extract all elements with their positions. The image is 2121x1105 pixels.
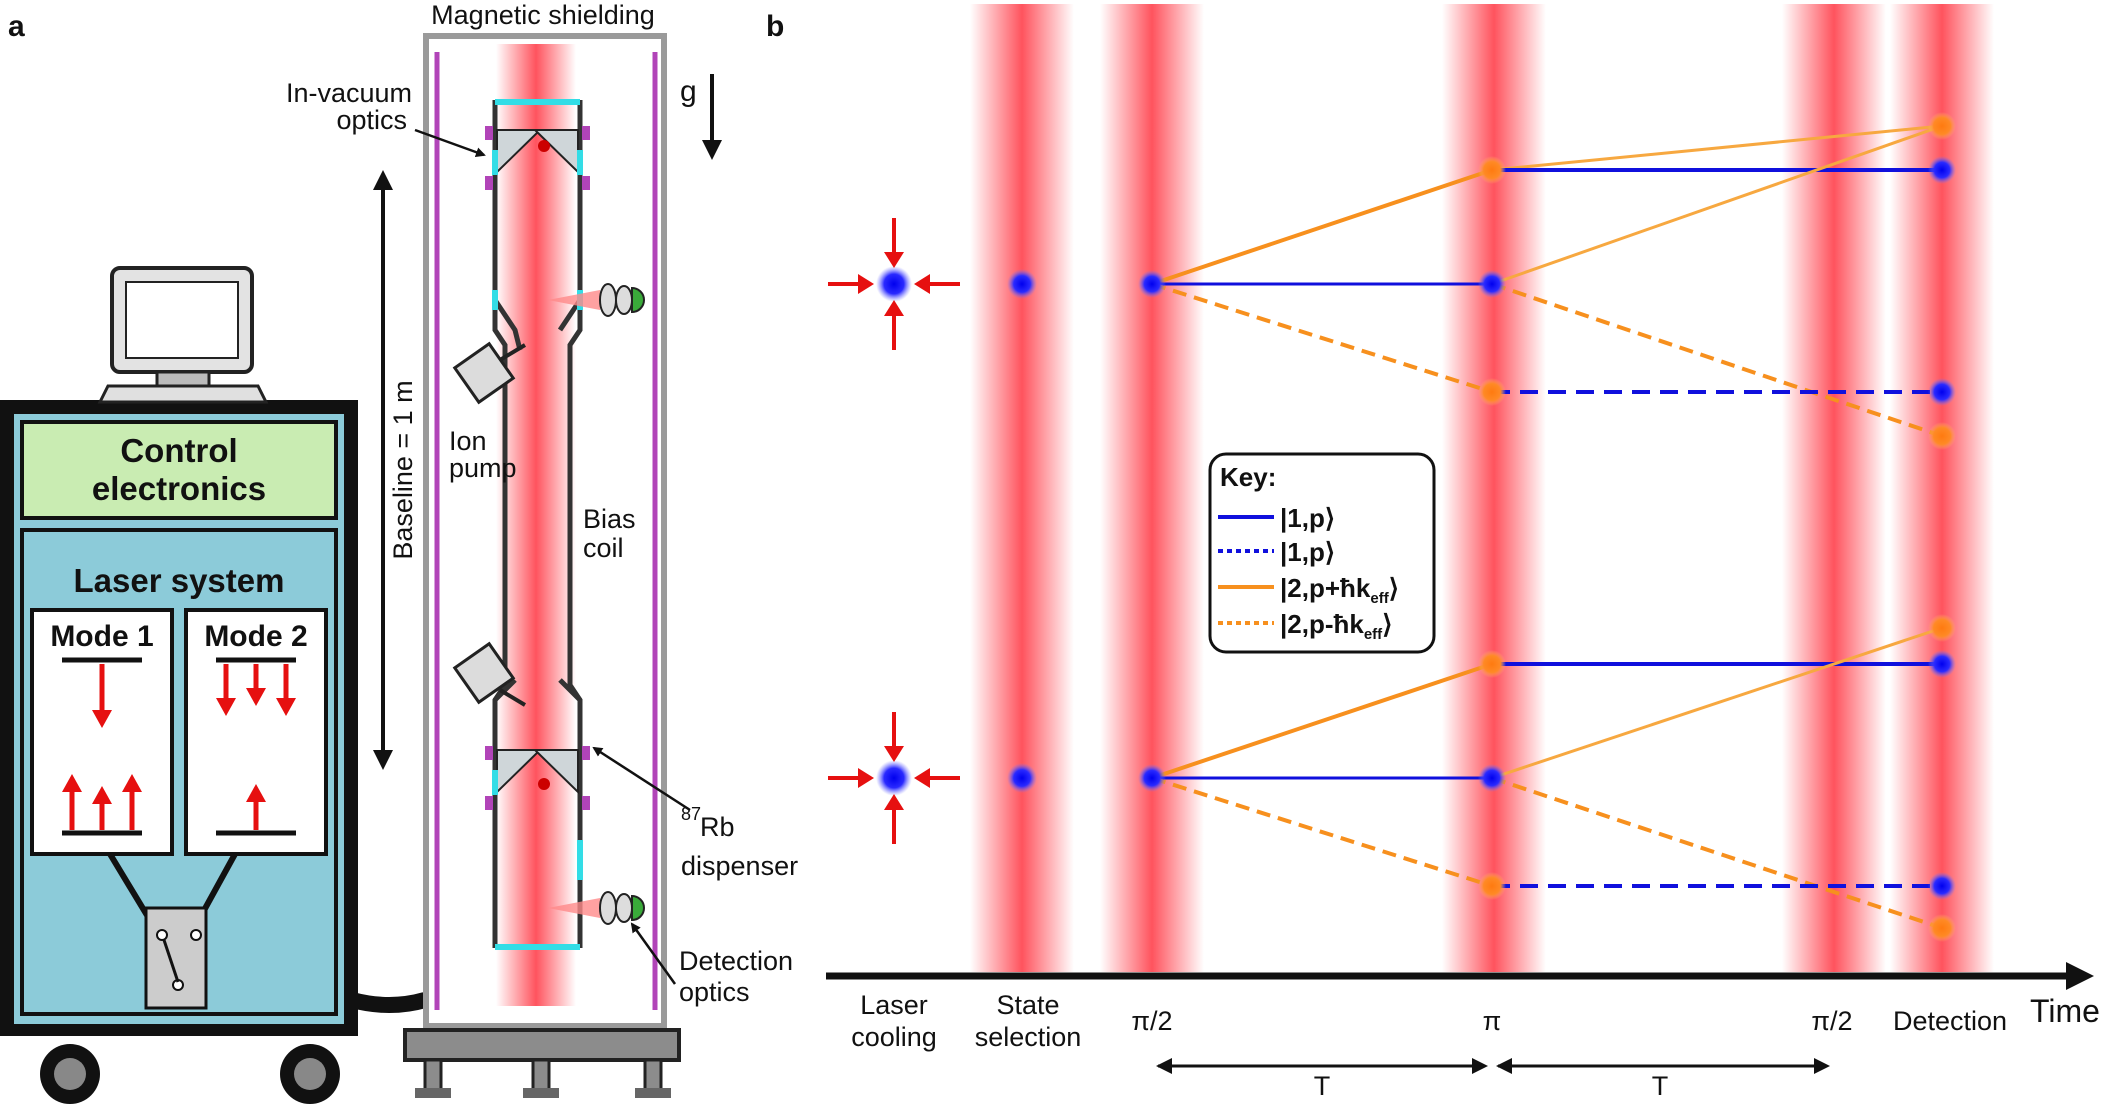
down-arrow-icon — [92, 710, 112, 728]
up-arrow-icon — [122, 774, 142, 792]
atom — [1928, 614, 1956, 642]
interferometer-bottom — [1151, 626, 1943, 930]
atom — [1928, 422, 1956, 450]
detection-optics-label-2: optics — [679, 977, 750, 1007]
atom — [1478, 378, 1506, 406]
control-label-2: electronics — [92, 470, 266, 507]
time-axis-label: Time — [2030, 993, 2100, 1029]
pulse-label-detection: Detection — [1893, 1006, 2007, 1036]
time-axis-arrowhead — [2066, 962, 2094, 990]
cooling-arrows-icon — [828, 218, 960, 350]
gravity-label: g — [680, 75, 697, 108]
control-electronics-box — [20, 420, 338, 520]
detection-optics-top — [548, 283, 645, 317]
panel-a-label: a — [8, 10, 25, 43]
pulse-label-pi-half-2: π/2 — [1811, 1006, 1852, 1036]
bias-coil-label-1: Bias — [583, 504, 636, 534]
detection-optics-bottom — [548, 891, 645, 925]
pulse-label-laser-2: cooling — [851, 1022, 937, 1052]
pulse-label-pi: π — [1483, 1006, 1502, 1036]
bias-coil-label-2: coil — [583, 533, 624, 563]
legend-box — [1208, 452, 1436, 654]
dispenser-label-2: dispenser — [681, 851, 798, 881]
atom — [1007, 269, 1037, 299]
atom — [1478, 764, 1506, 792]
down-arrow-icon — [276, 698, 296, 716]
up-arrow-icon — [92, 786, 112, 804]
atom — [1138, 270, 1166, 298]
cooling-arrows-icon — [828, 712, 960, 844]
panel-b-label: b — [766, 10, 784, 43]
legend-item-4: |2,p-ħkeff⟩ — [1280, 609, 1392, 643]
interval-T-label-2: T — [1652, 1071, 1669, 1101]
legend-item-1: |1,p⟩ — [1280, 503, 1335, 533]
ion-pump-icon — [452, 641, 527, 707]
pulse-label-pi-half-1: π/2 — [1131, 1006, 1172, 1036]
in-vacuum-optics-label-1: In-vacuum — [286, 78, 412, 108]
pulse-pi-half-2 — [1782, 4, 1886, 972]
ion-pump-icon — [452, 341, 527, 405]
down-arrow-icon — [246, 688, 266, 706]
pulse-pi-half-1 — [1100, 4, 1204, 972]
mode-1-label: Mode 1 — [50, 620, 153, 653]
atom-markers — [876, 112, 1956, 942]
atom — [1928, 378, 1956, 406]
baseline-label: Baseline = 1 m — [388, 380, 418, 559]
interval-T-label-1: T — [1314, 1071, 1331, 1101]
interferometer-top — [1151, 124, 1943, 438]
pulse-pi — [1442, 4, 1546, 972]
dispenser-label-1: Rb — [700, 812, 735, 842]
atom-laser-cooling — [876, 760, 912, 796]
atom-laser-cooling — [876, 266, 912, 302]
ion-pump-label-2: pump — [449, 453, 517, 483]
stand — [403, 1028, 681, 1062]
atom — [1007, 763, 1037, 793]
atom — [1478, 156, 1506, 184]
legend-title: Key: — [1220, 462, 1276, 492]
lab-cabinet: Control electronics Laser system Mode 1 … — [0, 266, 428, 1104]
computer-monitor-icon — [97, 266, 269, 404]
in-vacuum-optics-label-2: optics — [336, 105, 407, 135]
atom — [1478, 650, 1506, 678]
down-arrow-icon — [216, 698, 236, 716]
mode-switch-icon — [144, 906, 208, 1010]
atom-cloud-bottom — [538, 778, 550, 790]
detection-optics-label-1: Detection — [679, 946, 793, 976]
atom — [1928, 112, 1956, 140]
pulse-label-laser-1: Laser — [860, 990, 928, 1020]
vertical-laser-beam — [496, 44, 576, 1006]
panel-b: b — [766, 4, 2100, 1101]
panel-a: a Control electronics L — [0, 0, 798, 1104]
atom — [1138, 764, 1166, 792]
magnetic-shielding-label: Magnetic shielding — [431, 0, 655, 30]
atom — [1478, 872, 1506, 900]
atom — [1928, 156, 1956, 184]
legend-key: Key: |1,p⟩ |1,p⟩ |2,p+ħkeff⟩ |2,p-ħkeff⟩ — [1208, 452, 1436, 654]
dispenser-superscript: 87 — [681, 804, 701, 824]
pulse-detection — [1890, 4, 1994, 972]
atom — [1478, 270, 1506, 298]
atom — [1928, 914, 1956, 942]
laser-system-label: Laser system — [74, 562, 285, 599]
atom — [1928, 650, 1956, 678]
ion-pump-label-1: Ion — [449, 426, 487, 456]
pulse-label-state-1: State — [996, 990, 1059, 1020]
control-label-1: Control — [120, 432, 237, 469]
cable — [349, 992, 428, 1013]
up-arrow-icon — [246, 784, 266, 802]
pulse-label-state-2: selection — [975, 1022, 1082, 1052]
pulse-state-selection — [970, 4, 1074, 972]
up-arrow-icon — [62, 774, 82, 792]
gravimeter-tower: Magnetic shielding — [403, 0, 681, 1098]
legend-item-2: |1,p⟩ — [1280, 537, 1335, 567]
laser-pulses — [970, 4, 1994, 972]
atom — [1928, 872, 1956, 900]
legend-item-3: |2,p+ħkeff⟩ — [1280, 573, 1399, 607]
atom-cloud-top — [538, 140, 550, 152]
mode-2-label: Mode 2 — [204, 620, 307, 653]
